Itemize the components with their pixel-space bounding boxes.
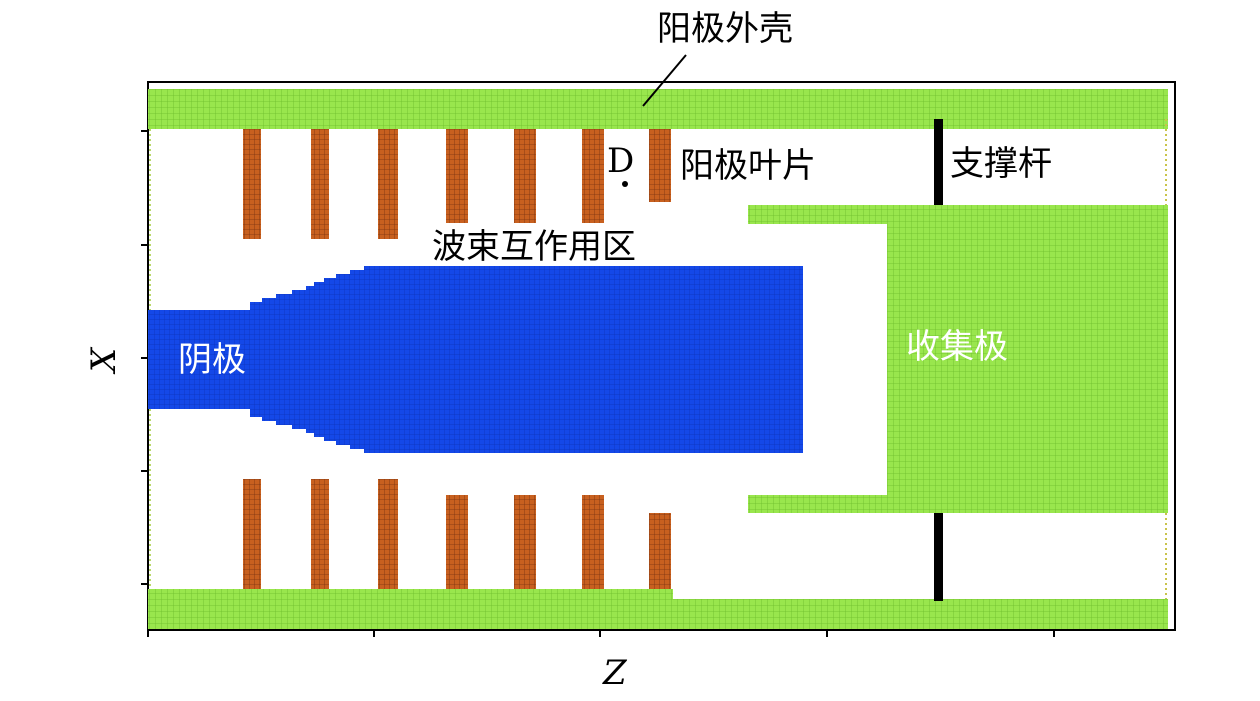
anode-shell-bottom [148,589,673,629]
vane [514,129,536,223]
vane [446,129,468,223]
vane [378,129,398,239]
y-axis-ticks [141,130,148,585]
vane [311,129,329,239]
support-rod-bottom [934,513,943,601]
label-support-rod: 支撑杆 [950,144,1052,184]
label-collector: 收集极 [906,327,1008,367]
vane [243,129,261,239]
collector [748,205,1168,513]
label-probe: D [607,141,634,181]
vane [514,495,536,589]
vane [446,495,468,589]
label-cathode: 阴极 [178,340,246,380]
vane [582,129,604,223]
anode-vanes-top [243,129,671,239]
vane [311,479,329,589]
probe-point [622,181,628,187]
anode-shell-leader [642,54,687,107]
vane [243,479,261,589]
anode-shell [148,89,1168,629]
label-interaction-region: 波束互作用区 [432,227,636,267]
anode-vanes-bottom [243,479,671,589]
label-anode-vane: 阳极叶片 [680,146,816,186]
vane [649,513,671,589]
vane [649,129,671,202]
x-axis-ticks [147,630,1055,637]
anode-shell-top-right [673,89,1168,119]
support-rod-top [934,119,943,205]
vane [378,479,398,589]
y-axis-label: X [84,346,124,375]
label-anode-shell: 阳极外壳 [657,9,793,49]
x-axis-label: Z [602,653,628,693]
cathode [148,266,803,453]
vane [582,495,604,589]
anode-shell-bottom-right [673,599,1168,629]
